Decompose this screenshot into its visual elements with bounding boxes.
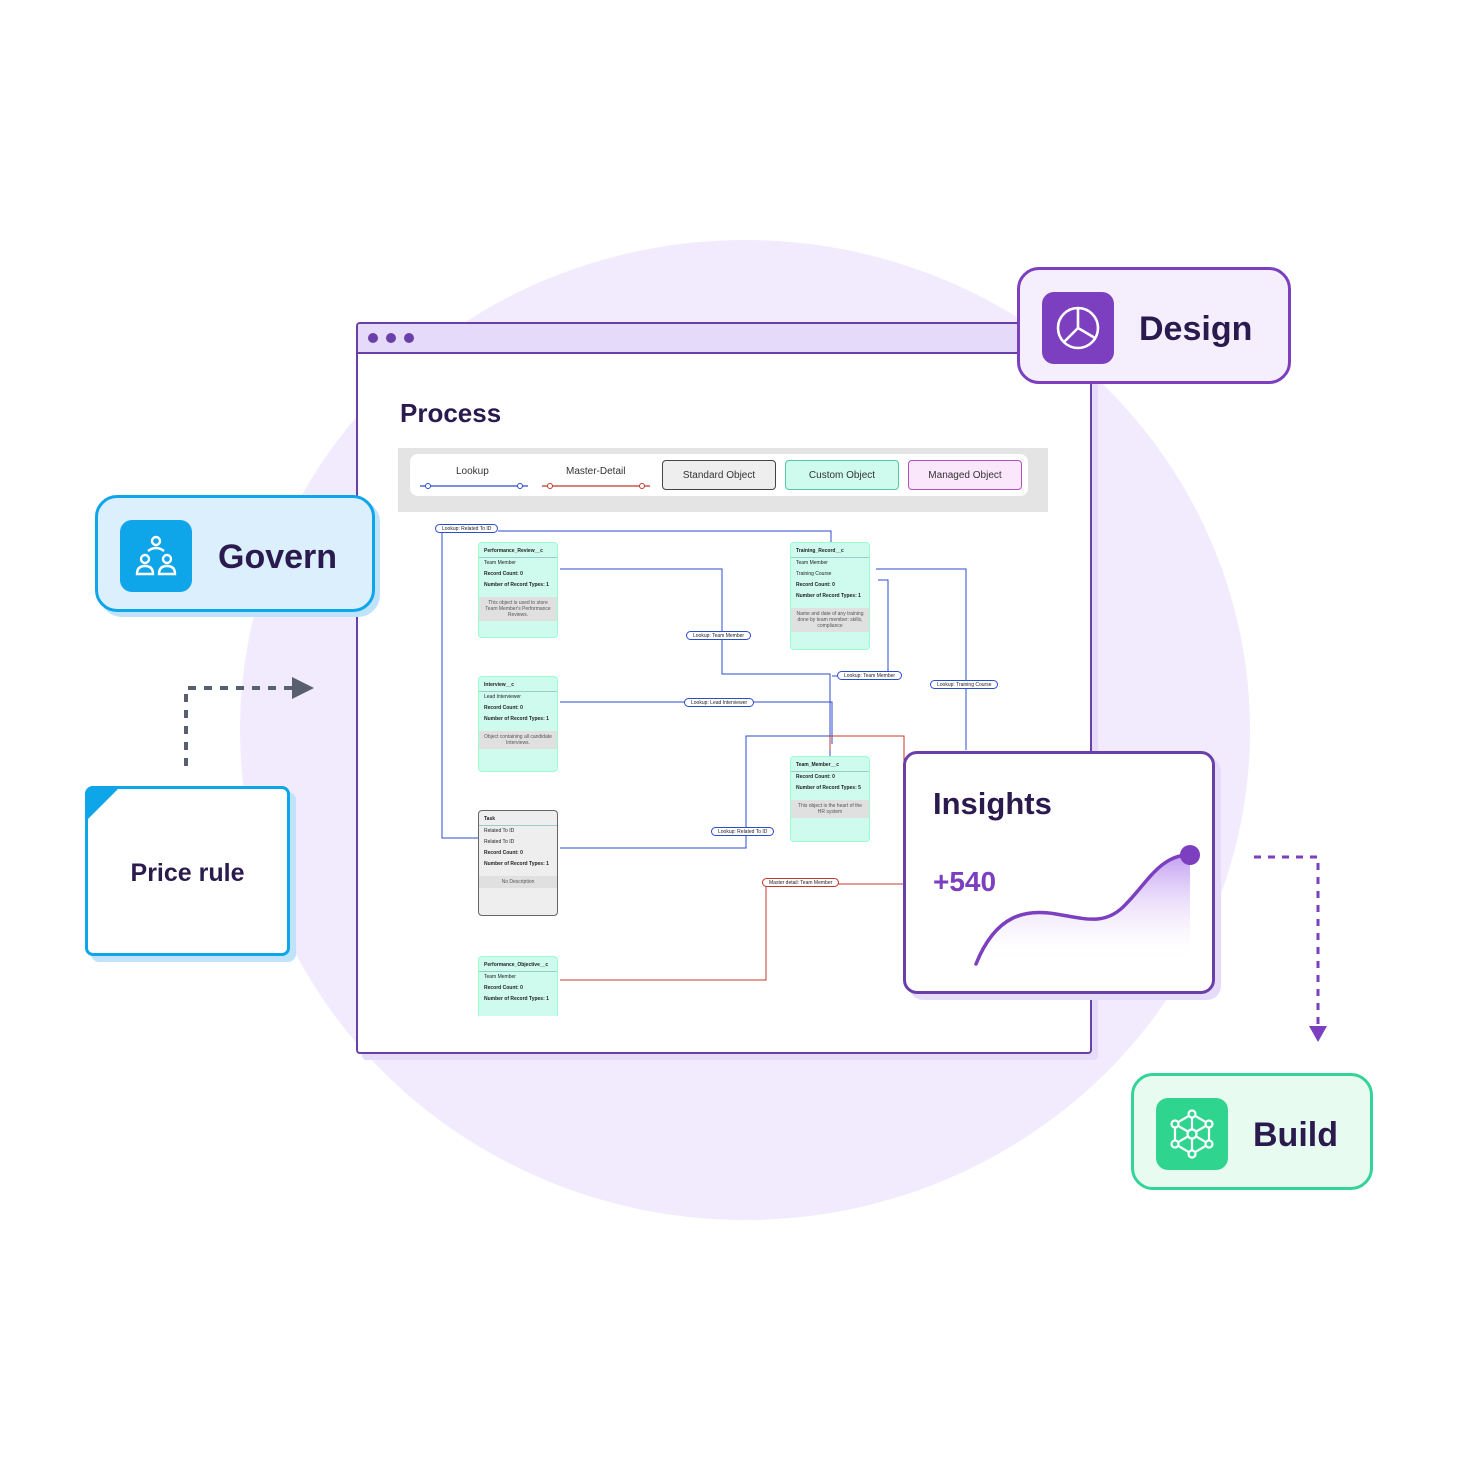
pie-chart-icon xyxy=(1042,292,1114,364)
arrow-down-icon xyxy=(1309,1026,1327,1042)
object-performance-objective[interactable]: Performance_Objective__c Team Member Rec… xyxy=(478,956,558,1016)
card-corner xyxy=(85,786,121,822)
people-network-icon xyxy=(120,520,192,592)
object-interview[interactable]: Interview__c Lead Interviewer Record Cou… xyxy=(478,676,558,772)
object-field: Team Member xyxy=(484,974,516,980)
object-team-member[interactable]: Team_Member__c Record Count: 0 Number of… xyxy=(790,756,870,842)
object-task[interactable]: Task Related To ID Related To ID Record … xyxy=(478,810,558,916)
object-description: Name and date of any training done by te… xyxy=(791,608,869,632)
build-label: Build xyxy=(1253,1116,1338,1154)
object-field: Lead Interviewer xyxy=(484,694,521,700)
object-field: Number of Record Types: 5 xyxy=(796,785,861,791)
legend-master-detail-label: Master-Detail xyxy=(566,466,626,477)
legend-lookup-label: Lookup xyxy=(456,466,489,477)
object-field: Number of Record Types: 1 xyxy=(484,716,549,722)
object-field: Record Count: 0 xyxy=(484,571,523,577)
relation-label: Lookup: Related To ID xyxy=(711,827,775,836)
object-field: Number of Record Types: 1 xyxy=(484,582,549,588)
object-field: Number of Record Types: 1 xyxy=(796,593,861,599)
object-field: Training Course xyxy=(796,571,832,577)
object-performance-review[interactable]: Performance_Review__c Team Member Record… xyxy=(478,542,558,638)
object-description: Object containing all candidate Intervie… xyxy=(479,731,557,749)
trend-point xyxy=(1180,845,1200,865)
window-dot[interactable] xyxy=(386,333,396,343)
window-dot[interactable] xyxy=(404,333,414,343)
price-rule-label: Price rule xyxy=(130,859,245,887)
object-title: Task xyxy=(479,814,557,826)
legend-lookup-line xyxy=(420,483,528,489)
object-title: Interview__c xyxy=(479,680,557,692)
relation-label: Lookup: Related To ID xyxy=(435,524,499,533)
relation-label: Lookup: Team Member xyxy=(686,631,752,640)
network-atom-icon xyxy=(1156,1098,1228,1170)
object-field: Team Member xyxy=(796,560,828,566)
object-field: Record Count: 0 xyxy=(484,850,523,856)
design-label: Design xyxy=(1139,310,1253,348)
legend-master-detail-line xyxy=(542,483,650,489)
insights-trend-chart xyxy=(974,845,1200,966)
legend: Lookup Master-Detail Standard Object Cus… xyxy=(398,448,1048,512)
process-window: Process Lookup Master-Detail Standard Ob… xyxy=(356,322,1092,1054)
object-field: Record Count: 0 xyxy=(796,774,835,780)
legend-standard-object: Standard Object xyxy=(662,460,776,490)
object-field: Record Count: 0 xyxy=(484,705,523,711)
design-card[interactable]: Design xyxy=(1017,267,1291,384)
object-title: Training_Record__c xyxy=(791,546,869,558)
object-training-record[interactable]: Training_Record__c Team Member Training … xyxy=(790,542,870,650)
object-field: Record Count: 0 xyxy=(484,985,523,991)
insights-label: Insights xyxy=(933,786,1052,821)
legend-managed-object: Managed Object xyxy=(908,460,1022,490)
object-field: Related To ID xyxy=(484,839,515,845)
object-field: Number of Record Types: 1 xyxy=(484,861,549,867)
build-card[interactable]: Build xyxy=(1131,1073,1373,1190)
govern-label: Govern xyxy=(218,538,338,576)
legend-custom-object: Custom Object xyxy=(785,460,899,490)
relation-label: Lookup: Team Member xyxy=(837,671,903,680)
window-titlebar xyxy=(358,324,1090,354)
insights-card[interactable]: Insights +540 xyxy=(903,751,1215,994)
object-field: Record Count: 0 xyxy=(796,582,835,588)
object-field: Number of Record Types: 1 xyxy=(484,996,549,1002)
window-dot[interactable] xyxy=(368,333,378,343)
object-description: This object is the heart of the HR syste… xyxy=(791,800,869,818)
relation-label: Master detail: Team Member xyxy=(762,878,840,887)
relation-label: Lookup: Training Course xyxy=(930,680,999,689)
page-title: Process xyxy=(400,398,502,428)
insights-value: +540 xyxy=(933,866,997,897)
object-description: No Description xyxy=(479,876,557,888)
object-description: This object is used to store Team Member… xyxy=(479,597,557,621)
object-field: Team Member xyxy=(484,560,516,566)
object-title: Team_Member__c xyxy=(791,760,869,772)
relation-label: Lookup: Lead Interviewer xyxy=(684,698,755,707)
object-field: Related To ID xyxy=(484,828,515,834)
govern-card[interactable]: Govern xyxy=(95,495,375,612)
object-title: Performance_Objective__c xyxy=(479,960,557,972)
object-title: Performance_Review__c xyxy=(479,546,557,558)
price-rule-card[interactable]: Price rule xyxy=(85,786,290,956)
arrow-right-icon xyxy=(292,677,314,699)
